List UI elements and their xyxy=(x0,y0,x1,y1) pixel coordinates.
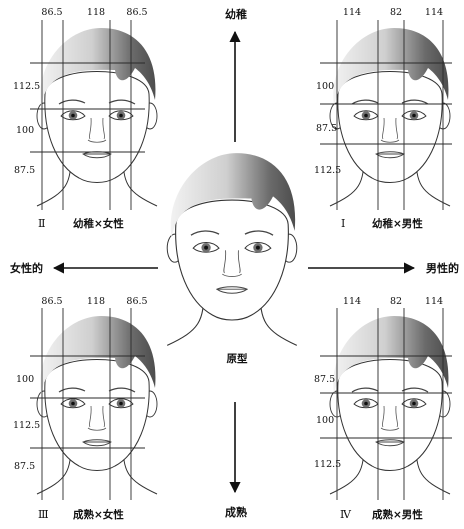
quadrant-numeral: Ⅲ xyxy=(38,508,49,521)
width-ratio: 82 xyxy=(390,296,402,307)
quadrant-caption: 幼稚×女性 xyxy=(73,217,124,230)
width-ratio: 86.5 xyxy=(41,296,62,307)
height-ratio: 87.5 xyxy=(316,123,337,134)
width-ratio: 82 xyxy=(390,7,402,18)
width-ratio: 86.5 xyxy=(126,7,147,18)
quadrant-2: 86.5 118 86.5 112.5 100 87.5 Ⅱ 幼稚×女性 xyxy=(13,7,158,230)
center-face xyxy=(166,152,298,347)
height-ratio: 100 xyxy=(316,415,334,426)
quadrant-caption: 幼稚×男性 xyxy=(372,217,423,230)
height-ratio: 100 xyxy=(316,81,334,92)
axis-label-top: 幼稚 xyxy=(225,7,247,21)
height-ratio: 100 xyxy=(16,374,34,385)
axis-label-left: 女性的 xyxy=(10,261,43,275)
width-ratio: 114 xyxy=(425,7,443,18)
quadrant-numeral: Ⅳ xyxy=(340,508,352,521)
quadrant-numeral: Ⅱ xyxy=(38,217,45,230)
height-ratio: 87.5 xyxy=(14,461,35,472)
width-ratio: 114 xyxy=(425,296,443,307)
width-ratio: 114 xyxy=(343,296,361,307)
quadrant-numeral: Ⅰ xyxy=(341,217,345,230)
width-ratio: 118 xyxy=(87,296,105,307)
axis-label-right: 男性的 xyxy=(426,261,459,275)
quadrant-3: 86.5 118 86.5 100 112.5 87.5 Ⅲ 成熟×女性 xyxy=(13,296,158,521)
proportion-grid xyxy=(30,308,145,500)
proportion-grid xyxy=(30,20,145,210)
height-ratio: 112.5 xyxy=(13,81,40,92)
quadrant-4: 114 82 114 87.5 100 112.5 Ⅳ 成熟×男性 xyxy=(314,296,452,521)
height-ratio: 100 xyxy=(16,125,34,136)
prototype-face-illustration xyxy=(166,152,298,347)
quadrant-caption: 成熟×女性 xyxy=(73,508,124,521)
face-illustration xyxy=(329,27,451,207)
proportion-grid xyxy=(320,308,452,500)
height-ratio: 112.5 xyxy=(314,459,341,470)
width-ratio: 118 xyxy=(87,7,105,18)
face-illustration xyxy=(329,315,451,495)
width-ratio: 86.5 xyxy=(41,7,62,18)
proportion-grid xyxy=(320,20,452,210)
face-illustration xyxy=(36,315,158,495)
quadrant-caption: 成熟×男性 xyxy=(372,508,423,521)
width-ratio: 114 xyxy=(343,7,361,18)
width-ratio: 86.5 xyxy=(126,296,147,307)
axis-label-bottom: 成熟 xyxy=(225,505,247,519)
center-label: 原型 xyxy=(227,352,248,365)
height-ratio: 112.5 xyxy=(13,420,40,431)
height-ratio: 87.5 xyxy=(14,165,35,176)
height-ratio: 87.5 xyxy=(314,374,335,385)
quadrant-1: 114 82 114 100 87.5 112.5 Ⅰ 幼稚×男性 xyxy=(314,7,452,230)
height-ratio: 112.5 xyxy=(314,165,341,176)
face-illustration xyxy=(36,27,158,207)
